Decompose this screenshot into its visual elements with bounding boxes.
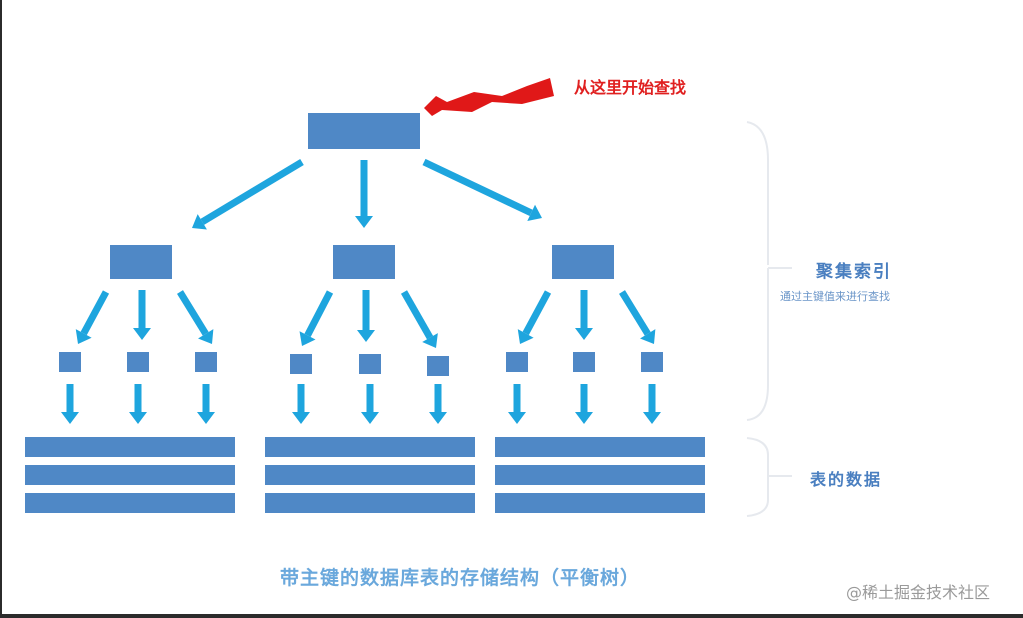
table-data-row xyxy=(265,465,475,485)
table-data-row xyxy=(265,437,475,457)
tree-arrow xyxy=(192,158,304,230)
table-data-row xyxy=(495,493,705,513)
tree-arrow xyxy=(129,384,147,424)
tree-arrow xyxy=(422,158,542,221)
leaf-node xyxy=(359,354,381,374)
tree-arrow xyxy=(361,384,379,424)
tree-arrow xyxy=(61,384,79,424)
tree-arrow xyxy=(643,384,661,424)
level2-node xyxy=(333,245,395,279)
start-here-label: 从这里开始查找 xyxy=(574,78,687,97)
tree-arrow xyxy=(75,290,110,344)
clustered-index-description: 通过主键值来进行查找 xyxy=(780,290,890,303)
leaf-node xyxy=(641,352,663,372)
leaf-node xyxy=(427,356,449,376)
table-data-row xyxy=(25,493,235,513)
watermark: @稀土掘金技术社区 xyxy=(846,583,991,602)
table-data-row xyxy=(25,437,235,457)
tree-arrow xyxy=(197,384,215,424)
tree-arrow xyxy=(355,160,373,228)
table-data-row xyxy=(495,465,705,485)
tree-arrow xyxy=(619,290,656,344)
leaf-node xyxy=(506,352,528,372)
level2-node xyxy=(110,245,172,279)
table-data-row xyxy=(265,493,475,513)
leaf-node xyxy=(195,352,217,372)
level2-node xyxy=(552,245,614,279)
table-data-row xyxy=(25,465,235,485)
tree-arrow xyxy=(400,290,438,348)
tree-arrow xyxy=(292,384,310,424)
tree-arrow xyxy=(575,384,593,424)
leaf-node xyxy=(573,352,595,372)
tree-arrow xyxy=(575,290,593,340)
tree-arrow xyxy=(517,290,552,344)
table-data-label: 表的数据 xyxy=(810,470,883,489)
tree-arrow xyxy=(357,290,375,342)
tree-arrow xyxy=(299,290,334,346)
start-pointer-arrow xyxy=(424,78,554,116)
tree-arrow xyxy=(429,384,447,424)
clustered-index-bracket xyxy=(746,121,792,421)
tree-arrow xyxy=(177,290,214,344)
root-node xyxy=(308,113,420,149)
tree-arrow xyxy=(508,384,526,424)
tree-arrow xyxy=(133,290,151,340)
table-data-row xyxy=(495,437,705,457)
leaf-node xyxy=(127,352,149,372)
clustered-index-label: 聚集索引 xyxy=(816,262,892,282)
leaf-node xyxy=(59,352,81,372)
leaf-node xyxy=(290,354,312,374)
table-data-bracket xyxy=(746,437,792,517)
diagram-caption: 带主键的数据库表的存储结构（平衡树） xyxy=(280,567,641,589)
